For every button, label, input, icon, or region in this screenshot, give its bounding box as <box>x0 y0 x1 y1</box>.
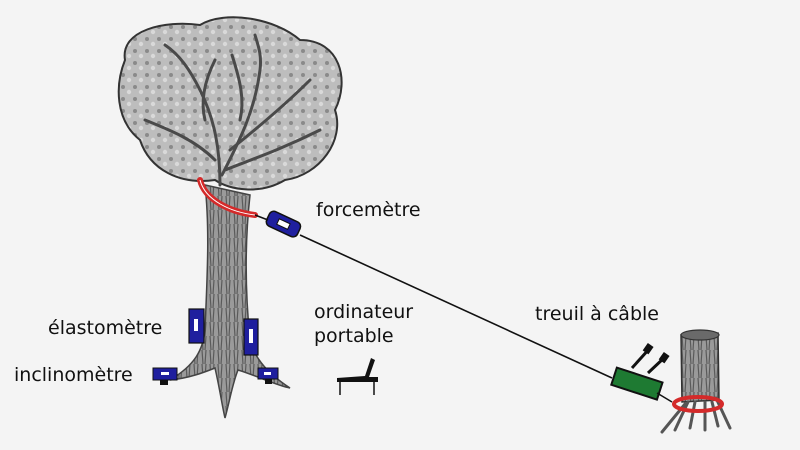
winch-icon <box>610 343 673 403</box>
elastometer-right-icon <box>243 318 259 356</box>
anchor-stump <box>660 329 732 434</box>
elastometer-label: élastomètre <box>48 317 163 339</box>
winch-label: treuil à câble <box>535 303 659 325</box>
laptop-icon <box>337 358 378 395</box>
laptop-label-line2: portable <box>314 325 394 347</box>
inclinometer-label: inclinomètre <box>14 364 133 386</box>
forcemeter-label: forcemètre <box>316 199 421 221</box>
tree-crown <box>117 16 343 191</box>
elastometer-left-icon <box>188 308 205 344</box>
laptop-label: ordinateur portable <box>314 300 413 348</box>
forcemeter-icon <box>265 210 302 238</box>
inclinometer-left-icon <box>152 367 178 385</box>
stump-sling <box>672 395 724 413</box>
laptop-label-line1: ordinateur <box>314 301 414 323</box>
inclinometer-right-icon <box>257 367 279 384</box>
pulling-cable <box>299 234 613 379</box>
